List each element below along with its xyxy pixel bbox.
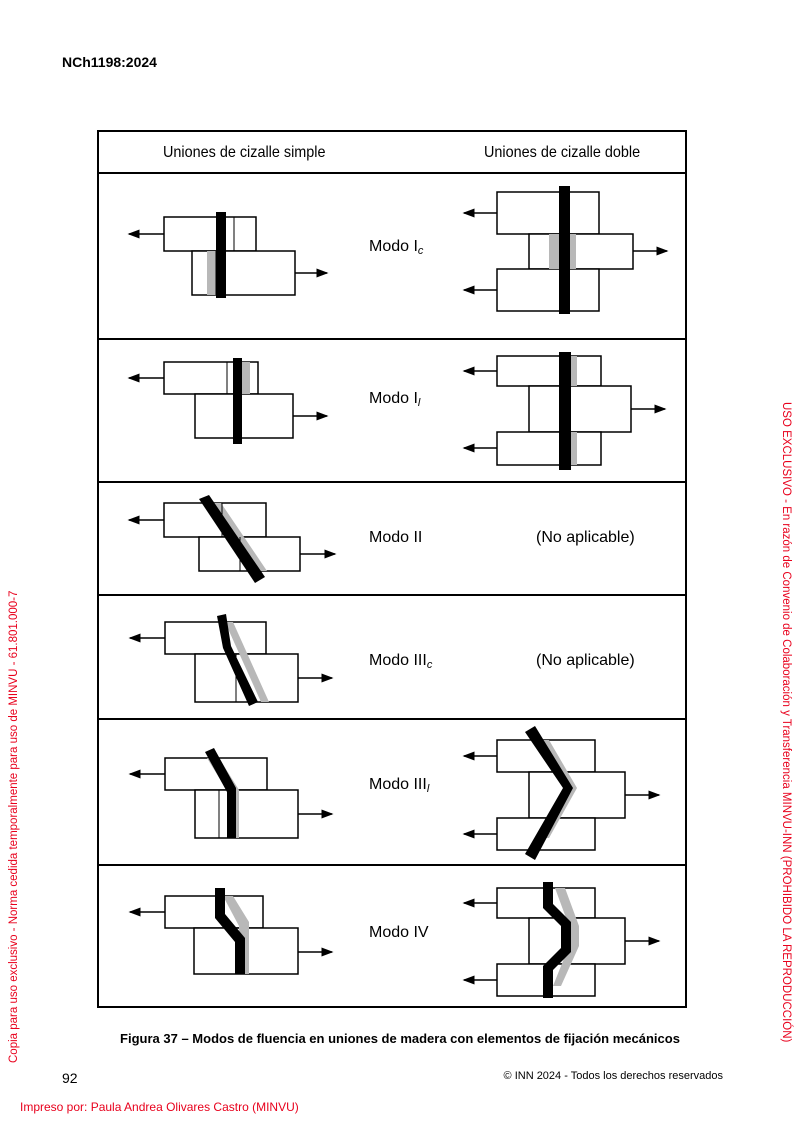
figure-caption: Figura 37 – Modos de fluencia en uniones… [120,1031,680,1046]
mode-row-2: Modo II (No aplicable) [99,483,685,596]
mode-row-1c: Modo Ic [99,172,685,340]
printed-by-notice: Impreso por: Paula Andrea Olivares Castr… [20,1100,299,1114]
mode-label: Modo Il [369,390,421,409]
mode-row-1l: Modo Il [99,340,685,483]
yield-modes-figure: Uniones de cizalle simple Uniones de ciz… [97,130,687,1008]
mode-label: Modo Ic [369,238,424,257]
col-header-single-shear: Uniones de cizalle simple [163,144,326,161]
mode-row-4: Modo IV [99,866,685,1008]
right-watermark: USO EXCLUSIVO - En razón de Convenio de … [780,402,792,1043]
left-watermark: Copia para uso exclusivo - Norma cedida … [8,590,20,1063]
col-header-double-shear: Uniones de cizalle doble [484,144,641,161]
not-applicable-label: (No aplicable) [536,652,635,669]
page-number: 92 [62,1070,78,1086]
mode-3c-diagrams [128,614,334,706]
standard-code: NCh1198:2024 [62,54,157,70]
figure-header-row: Uniones de cizalle simple Uniones de ciz… [99,132,685,174]
mode-label: Modo II [369,529,423,546]
mode-label: Modo IIIl [369,776,430,795]
copyright-notice: © INN 2024 - Todos los derechos reservad… [503,1070,723,1082]
mode-1c-diagrams [127,186,669,314]
not-applicable-label: (No aplicable) [536,529,635,546]
mode-row-3l: Modo IIIl [99,720,685,866]
mode-2-diagrams [127,495,337,583]
mode-3l-diagrams [128,726,661,860]
mode-1l-diagrams [127,352,667,470]
mode-label: Modo IV [369,924,429,941]
mode-row-3c: Modo IIIc (No aplicable) [99,596,685,720]
mode-4-diagrams [128,882,661,998]
mode-label: Modo IIIc [369,652,433,671]
